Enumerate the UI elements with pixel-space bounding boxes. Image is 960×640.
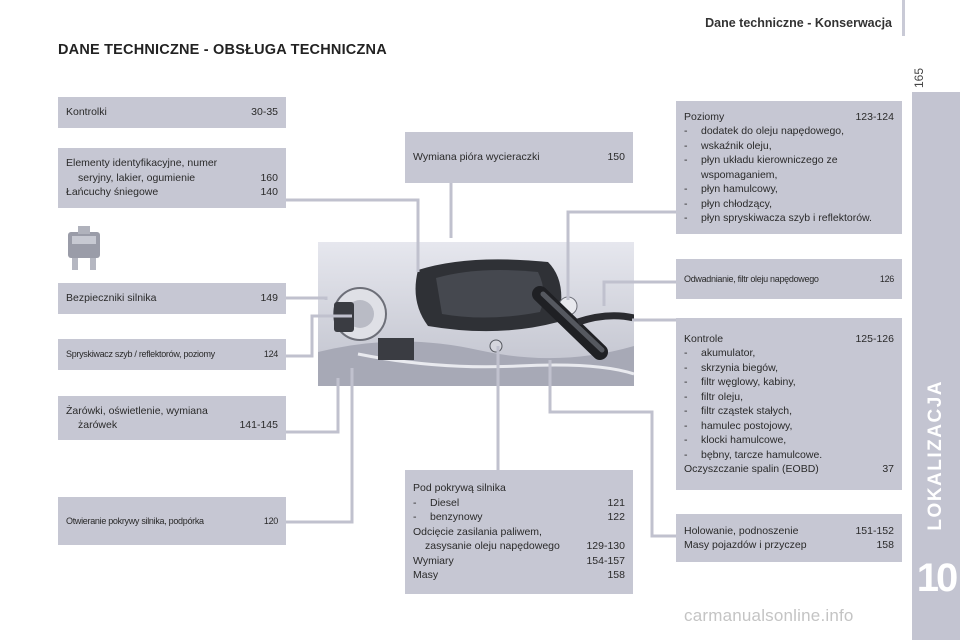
pokrywa-wymiary: Wymiary (413, 554, 454, 567)
kontrole-item: skrzynia biegów, (701, 361, 779, 374)
wycieraczki-label: Wymiana pióra wycieraczki (413, 151, 540, 164)
elementy-line3-pages: 140 (260, 186, 278, 199)
box-holowanie: Holowanie, podnoszenie 151-152 Masy pojaz… (676, 514, 902, 562)
box-otwieranie: Otwieranie pokrywy silnika, podpórka 120 (58, 497, 286, 545)
elementy-line2-pages: 160 (260, 171, 278, 184)
poziomy-pages: 123-124 (855, 110, 894, 123)
chapter-number: 10 (916, 556, 959, 600)
holowanie-line2: Masy pojazdów i przyczep (684, 539, 807, 551)
box-zarowki: Żarówki, oświetlenie, wymiana żarówek 141… (58, 396, 286, 440)
kontrole-eobd: Oczyszczanie spalin (EOBD) (684, 463, 819, 475)
kontrole-item: bębny, tarcze hamulcowe. (701, 448, 823, 461)
pokrywa-zasysanie: zasysanie oleju napędowego (425, 540, 560, 553)
bezpieczniki-pages: 149 (260, 292, 278, 305)
pokrywa-item-pages: 122 (607, 511, 625, 524)
chapter-side-label: LOKALIZACJA (925, 379, 946, 531)
poziomy-item: płyn układu kierowniczego ze wspomaganie… (701, 154, 838, 181)
pokrywa-item-label: Diesel (430, 496, 460, 509)
holowanie-line1-pages: 151-152 (855, 524, 894, 537)
page-number: 165 (912, 67, 926, 88)
kontrole-item: hamulec postojowy, (701, 419, 793, 432)
elementy-line2: seryjny, lakier, ogumienie (78, 171, 196, 184)
pokrywa-masy: Masy (413, 569, 439, 582)
poziomy-title: Poziomy (684, 110, 725, 123)
box-spryskiwacz: Spryskiwacz szyb / reflektorów, poziomy 1… (58, 339, 286, 370)
chapter-side-tab (912, 92, 960, 640)
section-title: DANE TECHNICZNE - OBSŁUGA TECHNICZNA (58, 42, 387, 58)
kontrole-item: akumulator, (701, 347, 756, 359)
kontrole-title: Kontrole (684, 332, 724, 345)
pokrywa-item-pages: 121 (607, 496, 625, 509)
chapter-side-label-wrap: LOKALIZACJA (912, 360, 960, 550)
box-odwadnianie: Odwadnianie, filtr oleju napędowego 126 (676, 259, 902, 299)
poziomy-item: płyn spryskiwacza szyb i reflektorów. (701, 212, 872, 224)
pokrywa-title: Pod pokrywą silnika (413, 482, 506, 495)
zarowki-line2: żarówek (78, 419, 118, 431)
spryskiwacz-label: Spryskiwacz szyb / reflektorów, poziomy (66, 349, 215, 360)
kontrole-item: filtr oleju, (701, 390, 744, 403)
poziomy-item: płyn hamulcowy, (701, 183, 778, 195)
watermark: carmanualsonline.info (684, 606, 854, 625)
kontrole-item: filtr węglowy, kabiny, (701, 376, 796, 388)
otwieranie-pages: 120 (263, 515, 278, 526)
pokrywa-odciecie: Odcięcie zasilania paliwem, (413, 525, 542, 538)
holowanie-line1: Holowanie, podnoszenie (684, 524, 799, 537)
elementy-line1: Elementy identyfikacyjne, numer (66, 157, 218, 170)
zarowki-pages: 141-145 (239, 419, 278, 431)
zarowki-line1: Żarówki, oświetlenie, wymiana (66, 404, 208, 417)
box-wycieraczki: Wymiana pióra wycieraczki 150 (405, 132, 633, 183)
box-kontrolki: Kontrolki 30-35 (58, 97, 286, 128)
running-header: Dane techniczne - Konserwacja (705, 16, 892, 30)
kontrole-item: filtr cząstek stałych, (701, 405, 793, 417)
kontrole-item: klocki hamulcowe, (701, 434, 787, 446)
poziomy-item: płyn chłodzący, (701, 197, 773, 210)
bezpieczniki-label: Bezpieczniki silnika (66, 292, 157, 305)
header-divider (902, 0, 905, 36)
box-elementy: Elementy identyfikacyjne, numer seryjny,… (58, 148, 286, 208)
kontrole-pages: 125-126 (855, 332, 894, 345)
wycieraczki-pages: 150 (607, 151, 625, 164)
pokrywa-wymiary-pages: 154-157 (586, 554, 625, 567)
otwieranie-label: Otwieranie pokrywy silnika, podpórka (66, 515, 204, 526)
pokrywa-masy-pages: 158 (607, 569, 625, 582)
engine-bay-photo (318, 242, 634, 386)
kontrolki-pages: 30-35 (251, 106, 278, 119)
pokrywa-zasysanie-pages: 129-130 (586, 540, 625, 553)
spryskiwacz-pages: 124 (263, 349, 278, 360)
elementy-line3: Łańcuchy śniegowe (66, 186, 159, 199)
fuse-icon (68, 226, 100, 270)
box-bezpieczniki: Bezpieczniki silnika 149 (58, 283, 286, 314)
poziomy-item: dodatek do oleju napędowego, (701, 125, 845, 137)
pokrywa-item-label: benzynowy (430, 511, 483, 524)
odwadnianie-label: Odwadnianie, filtr oleju napędowego (684, 273, 819, 284)
kontrole-eobd-pages: 37 (882, 463, 894, 475)
holowanie-line2-pages: 158 (876, 539, 894, 551)
poziomy-item: wskaźnik oleju, (701, 139, 772, 152)
odwadnianie-pages: 126 (879, 273, 894, 284)
kontrolki-label: Kontrolki (66, 106, 107, 119)
